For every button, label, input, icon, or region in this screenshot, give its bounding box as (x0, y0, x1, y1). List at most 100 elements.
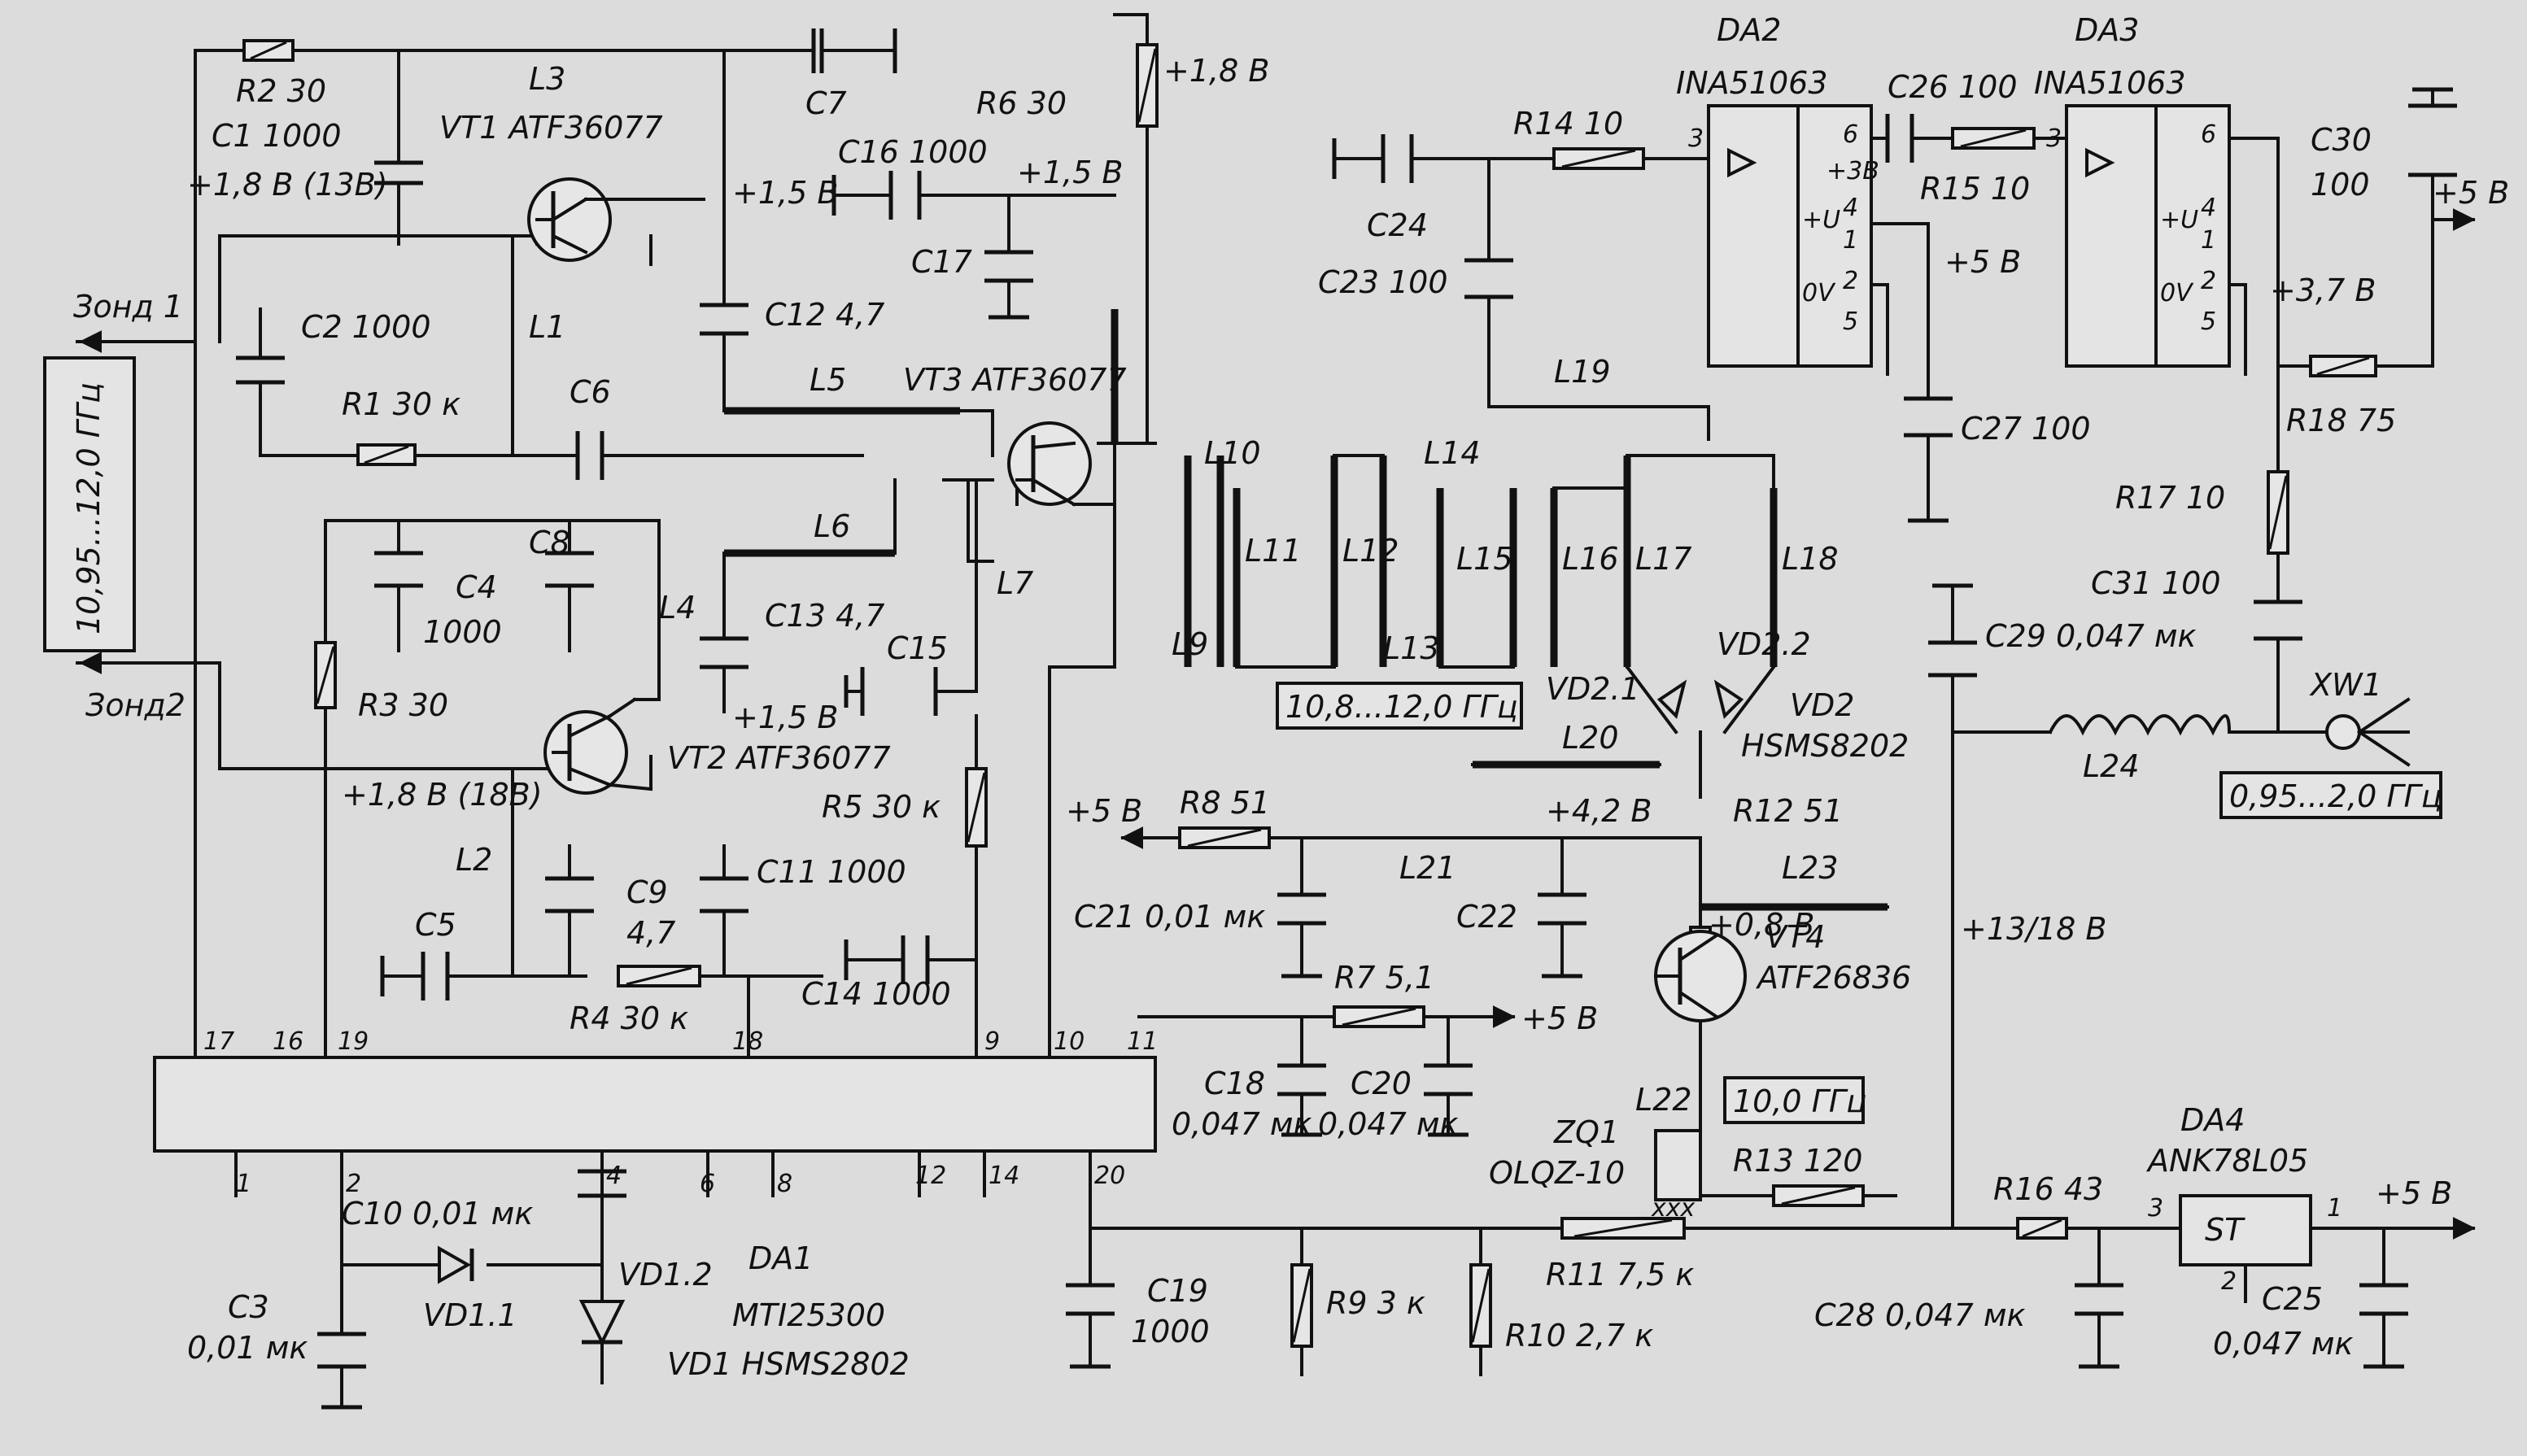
microstrip-lines (724, 309, 1888, 911)
da3-pin1: 1 (2201, 226, 2216, 255)
capacitor-C13 (700, 636, 748, 669)
capacitor-C12 (700, 303, 748, 336)
da2-pin3v: +3В (1827, 157, 1879, 185)
labels: Зонд 1 Зонд2 10,95...12,0 ГГц 10,8...12,… (71, 12, 2509, 1382)
label-ZQ1: ZQ1 (1553, 1114, 1619, 1150)
da2-pin2: 2 (1843, 267, 1858, 295)
label-VD21: VD2.1 (1546, 671, 1640, 707)
label-ZQ1t: OLQZ-10 (1489, 1155, 1625, 1191)
label-VT4: VT4 (1765, 919, 1825, 955)
label-C20: C20 (1351, 1066, 1412, 1101)
label-VD12: VD1.2 (618, 1257, 713, 1293)
capacitor-C17 (984, 250, 1033, 320)
label-v18-13: +1,8 В (13В) (187, 167, 388, 203)
capacitor-C5 (380, 952, 450, 1000)
label-C6: C6 (570, 374, 611, 410)
da2-pin6: 6 (1843, 120, 1858, 149)
transistor-VT4 (1654, 930, 1747, 1022)
label-L18: L18 (1782, 541, 1839, 577)
pin-9: 9 (984, 1027, 1000, 1056)
label-C30: C30 (2311, 122, 2372, 158)
pin-10: 10 (1054, 1027, 1085, 1056)
capacitor-C31 (2254, 599, 2302, 641)
label-L1: L1 (529, 309, 565, 345)
label-R9: R9 3 к (1326, 1285, 1425, 1321)
pin-1: 1 (236, 1170, 251, 1198)
da3-ov: 0V (2160, 279, 2194, 307)
label-C24: C24 (1367, 207, 1428, 243)
label-R3: R3 30 (358, 687, 448, 723)
label-VD11: VD1.1 (423, 1297, 517, 1333)
da4-pin3: 3 (2148, 1194, 2163, 1223)
label-L19: L19 (1554, 354, 1611, 390)
label-DA2t: INA51063 (1676, 65, 1828, 101)
label-DA3: DA3 (2075, 12, 2139, 48)
filter-range-box (1276, 682, 1523, 730)
pin-2: 2 (346, 1170, 361, 1198)
label-lo-freq: 10,0 ГГц (1733, 1083, 1867, 1119)
label-C23: C23 100 (1318, 264, 1448, 300)
da2-ov: 0V (1802, 279, 1836, 307)
label-xxx: xxx (1651, 1194, 1696, 1223)
ic-DA3 (2065, 104, 2231, 368)
capacitor-C11 (700, 876, 748, 913)
label-C18: C18 (1204, 1066, 1265, 1101)
da3-pin3: 3 (2046, 124, 2062, 153)
label-VD2t: HSMS8202 (1741, 728, 1909, 764)
label-input-range: 10,95...12,0 ГГц (71, 382, 107, 634)
label-DA2: DA2 (1717, 12, 1781, 48)
resistor-R6 (1136, 43, 1159, 128)
da2-u: +U (1802, 206, 1840, 234)
label-DA3t: INA51063 (2034, 65, 2186, 101)
label-C21: C21 0,01 мк (1074, 899, 1265, 935)
da4-pin1: 1 (2327, 1194, 2342, 1223)
label-probe2: Зонд2 (85, 687, 185, 723)
label-L6: L6 (814, 508, 850, 544)
label-output-range: 0,95...2,0 ГГц (2229, 778, 2442, 814)
capacitor-C9 (545, 876, 594, 913)
label-C31: C31 100 (2091, 565, 2221, 601)
label-C3v: 0,01 мк (187, 1330, 308, 1366)
label-R10: R10 2,7 к (1505, 1318, 1653, 1354)
inductor-L24 (2048, 714, 2232, 736)
label-v5a: +5 В (1066, 793, 1142, 829)
pin-8: 8 (777, 1170, 792, 1198)
label-v37: +3,7 В (2270, 272, 2376, 308)
label-C29: C29 0,047 мк (1985, 618, 2196, 654)
label-C26: C26 100 (1888, 69, 2018, 105)
capacitor-C24 (1332, 134, 1414, 183)
label-L23: L23 (1782, 850, 1839, 886)
connector-XW1 (2325, 697, 2411, 767)
label-L10: L10 (1204, 435, 1261, 471)
da2-pin3: 3 (1688, 124, 1704, 153)
resistor-R17 (2267, 470, 2289, 555)
capacitor-C18 (1277, 1063, 1326, 1137)
label-C12: C12 4,7 (765, 297, 884, 333)
label-R16: R16 43 (1993, 1171, 2103, 1207)
label-v18-18: +1,8 В (18В) (342, 777, 543, 813)
label-R5: R5 30 к (822, 789, 941, 825)
label-L11: L11 (1245, 533, 1302, 569)
label-v08: +0,8 В (1709, 907, 1814, 943)
label-ST: ST (2205, 1212, 2245, 1248)
transistor-VT1 (527, 177, 612, 262)
resistor-R9 (1290, 1263, 1313, 1348)
label-R7: R7 5,1 (1334, 960, 1434, 996)
resistor-R1 (356, 443, 417, 466)
label-R1: R1 30 к (342, 386, 460, 422)
lo-freq-box (1723, 1076, 1865, 1124)
resistor-R4 (617, 965, 701, 987)
da2-pin4: 4 (1843, 194, 1858, 222)
label-C14: C14 1000 (801, 976, 951, 1012)
label-filter-range: 10,8...12,0 ГГц (1285, 689, 1518, 725)
label-v15c: +1,5 В (732, 700, 838, 735)
resistor-R18 (2309, 355, 2377, 377)
label-C11: C11 1000 (757, 854, 906, 890)
diode-VD1.2 (578, 1300, 626, 1346)
capacitor-C19 (1066, 1283, 1115, 1369)
da3-pin5: 5 (2201, 307, 2216, 336)
pin-17: 17 (203, 1027, 234, 1056)
label-L17: L17 (1635, 541, 1692, 577)
